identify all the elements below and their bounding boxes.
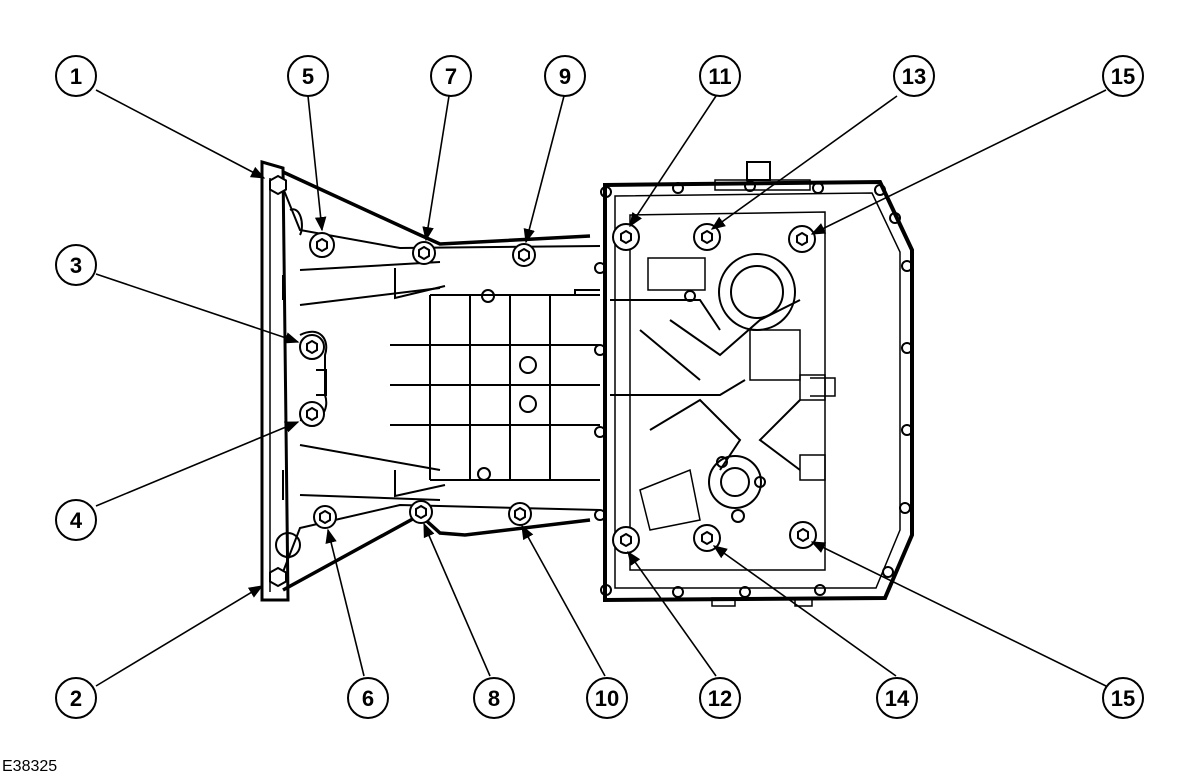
callout-9: 9 xyxy=(544,55,586,97)
svg-text:4: 4 xyxy=(70,508,83,533)
callout-5: 5 xyxy=(287,55,329,97)
svg-text:15: 15 xyxy=(1111,64,1135,89)
callout-2: 2 xyxy=(55,677,97,719)
bolt-9 xyxy=(512,243,536,267)
callout-10: 10 xyxy=(586,677,628,719)
svg-text:8: 8 xyxy=(488,686,500,711)
svg-text:9: 9 xyxy=(559,64,571,89)
bolt-7 xyxy=(412,241,436,265)
bolt-2 xyxy=(269,566,287,588)
callout-1: 1 xyxy=(55,55,97,97)
callout-7: 7 xyxy=(430,55,472,97)
callout-6: 6 xyxy=(347,677,389,719)
bolt-12 xyxy=(612,526,640,554)
callout-3: 3 xyxy=(55,244,97,286)
callout-4: 4 xyxy=(55,499,97,541)
callout-14: 14 xyxy=(876,677,918,719)
bolts xyxy=(269,174,817,588)
svg-text:11: 11 xyxy=(708,64,731,89)
callout-15-bottom: 15 xyxy=(1102,677,1144,719)
bolt-15b xyxy=(789,521,817,549)
svg-text:15: 15 xyxy=(1111,686,1135,711)
svg-text:10: 10 xyxy=(595,686,619,711)
bolt-10 xyxy=(508,502,532,526)
callout-8: 8 xyxy=(473,677,515,719)
bolt-5 xyxy=(309,232,335,258)
svg-text:12: 12 xyxy=(708,686,732,711)
svg-text:3: 3 xyxy=(70,253,82,278)
svg-text:7: 7 xyxy=(445,64,457,89)
svg-text:2: 2 xyxy=(70,686,82,711)
oil-pan xyxy=(594,161,914,607)
bolt-1 xyxy=(269,174,287,196)
bolt-4 xyxy=(299,401,325,427)
svg-text:14: 14 xyxy=(885,686,910,711)
callout-12: 12 xyxy=(699,677,741,719)
svg-text:5: 5 xyxy=(302,64,314,89)
figure-code: E38325 xyxy=(2,758,58,775)
bolt-15a xyxy=(788,225,816,253)
bolt-6 xyxy=(313,505,337,529)
bolt-14 xyxy=(693,524,721,552)
callouts: 1 2 3 4 5 6 7 8 9 10 11 12 13 14 15 15 xyxy=(55,55,1144,719)
sump-body xyxy=(260,160,601,602)
bolt-11 xyxy=(612,223,640,251)
callout-13: 13 xyxy=(893,55,935,97)
callout-11: 11 xyxy=(699,55,741,97)
leader-lines xyxy=(95,89,1107,687)
svg-text:6: 6 xyxy=(362,686,374,711)
bolt-8 xyxy=(409,500,433,524)
bolt-13 xyxy=(693,223,721,251)
svg-text:13: 13 xyxy=(902,64,926,89)
bolt-3 xyxy=(299,334,325,360)
callout-15-top: 15 xyxy=(1102,55,1144,97)
svg-text:1: 1 xyxy=(70,64,82,89)
